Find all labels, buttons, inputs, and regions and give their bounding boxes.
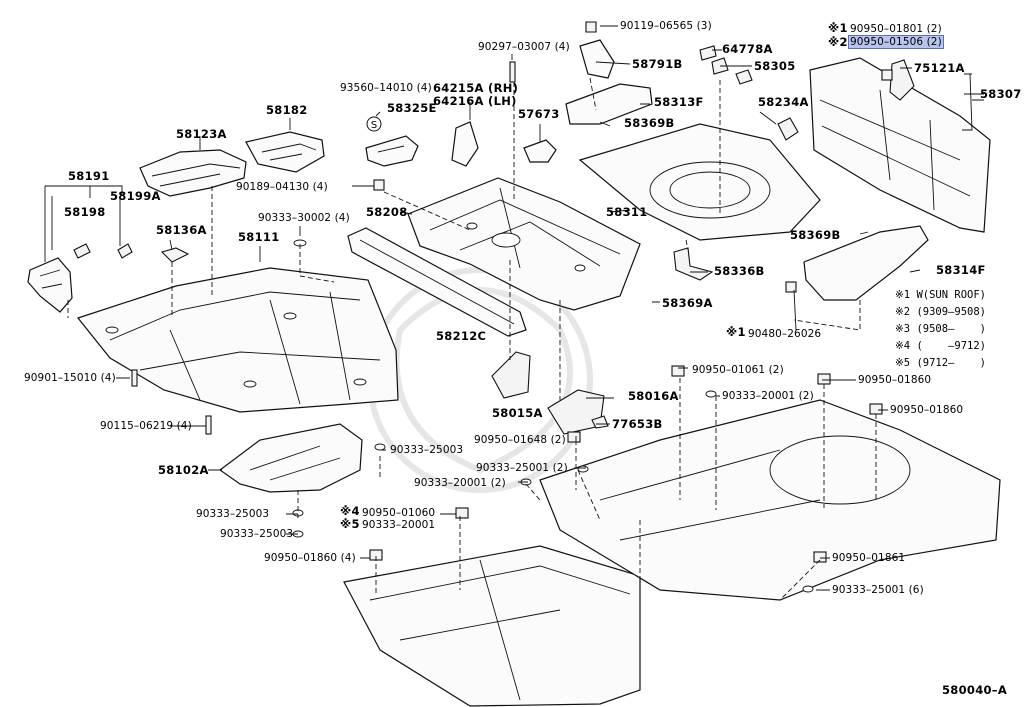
part-64215a bbox=[451, 121, 479, 167]
note-5: ※5 (9712– ) bbox=[895, 357, 986, 369]
dashed-guide-lines bbox=[67, 77, 877, 601]
label-58208: 58208 bbox=[366, 205, 408, 219]
label-90333-25003-c: 90333–25003 bbox=[220, 528, 294, 540]
label-90333-25001-b: 90333–25001 (6) bbox=[832, 584, 924, 596]
label-58123a: 58123A bbox=[176, 127, 227, 141]
part-58015a bbox=[491, 351, 531, 399]
mark-1-mid: ※1 bbox=[726, 325, 746, 339]
part-58336b bbox=[673, 247, 714, 281]
part-58191-bracket bbox=[27, 185, 133, 313]
label-64778a: 64778A bbox=[722, 42, 773, 56]
part-front-floor-silencer bbox=[343, 545, 641, 707]
label-90950-01860-b: 90950–01860 bbox=[890, 404, 964, 416]
note-4: ※4 ( –9712) bbox=[895, 340, 986, 352]
part-58234a bbox=[777, 117, 799, 141]
label-90950-01801: 90950–01801 (2) bbox=[850, 23, 942, 35]
mark-2-top: ※2 bbox=[828, 35, 848, 49]
label-58325e: 58325E bbox=[387, 101, 437, 115]
part-58325e bbox=[365, 116, 419, 167]
part-rear-floor-silencer bbox=[539, 399, 1001, 601]
label-90950-01061: 90950–01061 (2) bbox=[692, 364, 784, 376]
label-58369b-mid: 58369B bbox=[790, 228, 841, 242]
note-3: ※3 (9508– ) bbox=[895, 323, 986, 335]
label-58212c: 58212C bbox=[436, 329, 487, 343]
part-58123a bbox=[139, 149, 247, 197]
part-58182 bbox=[245, 131, 325, 173]
label-90333-20001-b: 90333–20001 (2) bbox=[414, 477, 506, 489]
label-90333-25003-a: 90333–25003 bbox=[390, 444, 464, 456]
label-58369a: 58369A bbox=[662, 296, 713, 310]
label-90333-20001-a: 90333–20001 (2) bbox=[722, 390, 814, 402]
label-90950-01860-c: 90950–01860 (4) bbox=[264, 552, 356, 564]
leader-lines bbox=[51, 25, 984, 591]
label-58182: 58182 bbox=[266, 103, 308, 117]
label-58198: 58198 bbox=[64, 205, 106, 219]
label-64215a: 64215A (RH) bbox=[433, 81, 519, 95]
note-1: ※1 W(SUN ROOF) bbox=[895, 289, 986, 301]
label-90115-06219: 90115–06219 (4) bbox=[100, 420, 192, 432]
label-90333-25001-a: 90333–25001 (2) bbox=[476, 462, 568, 474]
label-90950-01060: 90950–01060 bbox=[362, 507, 436, 519]
label-58314f: 58314F bbox=[936, 263, 986, 277]
diagram-reference-code: 580040–A bbox=[942, 683, 1008, 697]
part-58313f bbox=[565, 83, 653, 125]
mark-4: ※4 bbox=[340, 504, 360, 518]
label-90950-01506-highlighted: 90950–01506 (2) bbox=[848, 35, 944, 49]
label-75121a: 75121A bbox=[914, 61, 965, 75]
label-93560-14010: 93560–14010 (4) bbox=[340, 82, 432, 94]
part-58208-center-floor bbox=[407, 177, 641, 311]
label-58136a: 58136A bbox=[156, 223, 207, 237]
note-2: ※2 (9309–9508) bbox=[895, 306, 986, 318]
label-90333-30002: 90333–30002 (4) bbox=[258, 212, 350, 224]
part-58136a-clip bbox=[160, 247, 190, 263]
label-58305: 58305 bbox=[754, 59, 796, 73]
label-58311: 58311 bbox=[606, 205, 648, 219]
label-90119-06565: 90119–06565 (3) bbox=[620, 20, 712, 32]
part-58311-rear-floor bbox=[578, 123, 821, 241]
part-58314f bbox=[803, 225, 929, 301]
fastener-glyphs bbox=[131, 21, 893, 593]
label-77653b: 77653B bbox=[612, 417, 663, 431]
label-90333-20001-c: 90333–20001 bbox=[362, 519, 436, 531]
label-64216a: 64216A (LH) bbox=[433, 94, 517, 108]
part-58111-front-floor bbox=[76, 267, 399, 413]
label-90480-26026: 90480–26026 bbox=[748, 328, 822, 340]
part-77653b bbox=[591, 415, 609, 429]
label-58234a: 58234A bbox=[758, 95, 809, 109]
label-90333-25003-b: 90333–25003 bbox=[196, 508, 270, 520]
label-58016a: 58016A bbox=[628, 389, 679, 403]
label-58313f: 58313F bbox=[654, 95, 704, 109]
label-90950-01861: 90950–01861 bbox=[832, 552, 906, 564]
mark-5: ※5 bbox=[340, 517, 360, 531]
label-58791b: 58791B bbox=[632, 57, 683, 71]
part-64778a bbox=[699, 45, 717, 61]
label-58336b: 58336B bbox=[714, 264, 765, 278]
label-57673: 57673 bbox=[518, 107, 560, 121]
label-58015a: 58015A bbox=[492, 406, 543, 420]
label-58369b-top: 58369B bbox=[624, 116, 675, 130]
label-58102a: 58102A bbox=[158, 463, 209, 477]
part-75121a bbox=[889, 59, 915, 101]
label-58307: 58307 bbox=[980, 87, 1022, 101]
label-90901-15010: 90901–15010 (4) bbox=[24, 372, 116, 384]
label-90950-01860-a: 90950–01860 bbox=[858, 374, 932, 386]
part-58791b bbox=[579, 39, 615, 79]
part-58212c-rail bbox=[347, 227, 527, 337]
s-circle-mark: S bbox=[371, 120, 377, 131]
label-90189-04130: 90189–04130 (4) bbox=[236, 181, 328, 193]
mark-1-top: ※1 bbox=[828, 21, 848, 35]
label-58191: 58191 bbox=[68, 169, 110, 183]
label-58111: 58111 bbox=[238, 230, 280, 244]
part-58102a bbox=[218, 423, 363, 493]
part-58016a bbox=[547, 389, 605, 435]
label-58199a: 58199A bbox=[110, 189, 161, 203]
part-57673 bbox=[523, 139, 557, 163]
part-58305-pad bbox=[735, 69, 753, 85]
label-90297-03007: 90297–03007 (4) bbox=[478, 41, 570, 53]
label-90950-01648: 90950–01648 (2) bbox=[474, 434, 566, 446]
